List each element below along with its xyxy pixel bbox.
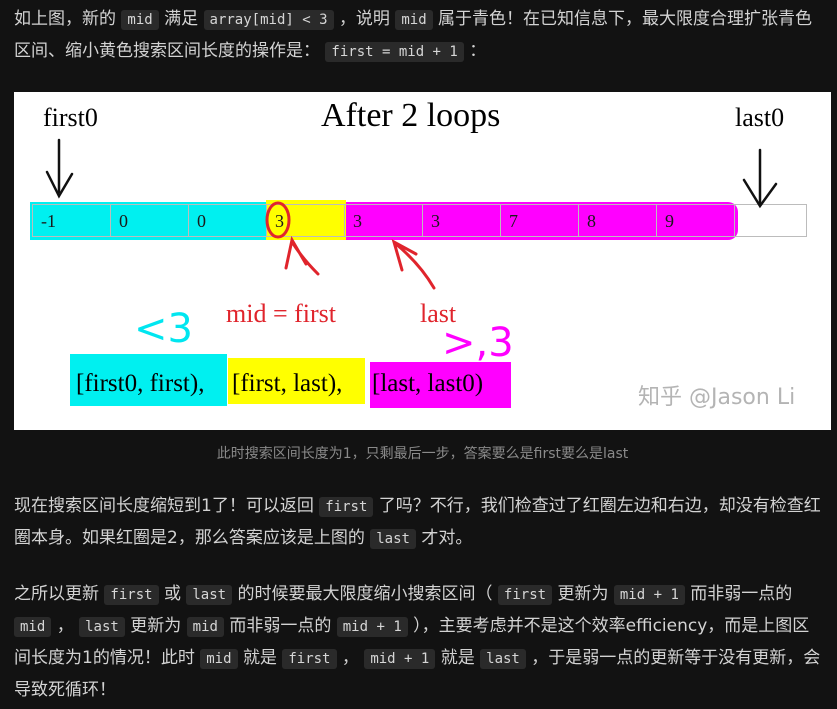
figure-image: After 2 loops first0 last0 -1 0 0 3 3 3 … [14, 92, 831, 430]
text: 而非弱一点的 [229, 616, 332, 636]
figure-caption: 此时搜索区间长度为1，只剩最后一步，答案要么是first要么是last [216, 446, 629, 462]
inline-code: mid + 1 [613, 585, 685, 605]
inline-code: last [480, 649, 526, 669]
array-cell: 8 [579, 204, 657, 237]
ge3-note: >,3 [442, 320, 514, 366]
last-label: last [420, 299, 457, 328]
text: ： [469, 41, 487, 61]
array-cell: 9 [657, 204, 735, 237]
intro-paragraph: 如上图，新的 mid 满足 array[mid] < 3 ，说明 mid 属于青… [14, 4, 826, 68]
text: ，说明 [338, 9, 390, 29]
paragraph-2: 现在搜索区间长度缩短到1了！可以返回 first 了吗？不行，我们检查过了红圈左… [14, 491, 826, 555]
inline-code: first = mid + 1 [325, 42, 464, 62]
red-circle [265, 201, 291, 239]
inline-code: mid [200, 649, 238, 669]
range3-highlight [370, 362, 511, 408]
last-arrow [391, 238, 436, 290]
magenta-highlight [346, 202, 738, 240]
text: 而非弱一点的 [690, 584, 793, 604]
last0-label: last0 [735, 103, 785, 132]
inline-code: mid + 1 [336, 617, 408, 637]
watermark: 知乎 @Jason Li [638, 385, 796, 410]
text: 之所以更新 [14, 584, 99, 604]
annotation-strokes [45, 138, 778, 408]
first0-label: first0 [43, 103, 98, 132]
array-cell: 3 [423, 204, 501, 237]
inline-code: array[mid] < 3 [203, 10, 334, 30]
lt3-note: <3 [134, 306, 193, 352]
text: 满足 [164, 9, 199, 29]
paragraph-3: 之所以更新 first 或 last 的时候要最大限度缩小搜索区间（ first… [14, 579, 826, 706]
array-cell: -1 [32, 204, 111, 237]
array-cell: 7 [501, 204, 579, 237]
text: 就是 [242, 648, 277, 668]
text: 才对。 [421, 528, 473, 548]
inline-code: last [186, 585, 233, 605]
range1-label: [first0, first), [76, 370, 205, 397]
array-cell: 0 [111, 204, 189, 237]
text: ， [56, 616, 74, 636]
mid-first-label: mid = first [226, 299, 336, 328]
text: 如上图，新的 [14, 9, 116, 29]
text: 的时候要最大限度缩小搜索区间（ [237, 584, 493, 604]
inline-code: last [79, 617, 125, 637]
text: 或 [163, 584, 181, 604]
last0-arrow-head [742, 178, 778, 209]
array-cell: 3 [345, 204, 423, 237]
text: ， [341, 648, 359, 668]
inline-code: first [497, 585, 553, 605]
text: 更新为 [557, 584, 609, 604]
cyan-highlight [30, 202, 266, 240]
inline-code: mid [395, 10, 433, 30]
inline-code: first [319, 497, 374, 517]
text: ），主要考虑并不是这个效率efficiency，而是上图区间长度为1的情况！此时 [14, 616, 810, 668]
array-cell [735, 204, 807, 237]
first0-arrow-head [45, 170, 74, 199]
range3-label: [last, last0) [372, 370, 484, 397]
inline-code: mid [186, 617, 224, 637]
mid-arrow [284, 235, 320, 276]
figure-title: After 2 loops [321, 97, 501, 134]
inline-code: first [282, 649, 337, 669]
text: 就是 [440, 648, 475, 668]
yellow-highlight [266, 200, 346, 240]
inline-code: mid [121, 10, 159, 30]
range2-label: [first, last), [232, 370, 343, 397]
range2-highlight [228, 358, 365, 404]
range1-highlight [70, 354, 227, 406]
inline-code: first [104, 585, 159, 605]
text: 更新为 [130, 616, 182, 636]
text: 现在搜索区间长度缩短到1了！可以返回 [14, 496, 314, 516]
array-cells: -1 0 0 3 3 3 7 8 9 [32, 204, 807, 237]
array-cell: 3 [267, 204, 345, 237]
text: 属于青色！在已知信息下，最大限度合理扩张青色区间、缩小黄色搜索区间长度的操作是： [14, 9, 813, 61]
inline-code: mid [14, 617, 52, 637]
text: ，于是弱一点的更新等于没有更新，会导致死循环！ [14, 648, 821, 700]
text: 了吗？不行，我们检查过了红圈左边和右边，却没有检查红圈本身。如果红圈是2，那么答… [14, 496, 821, 548]
inline-code: last [370, 529, 416, 549]
inline-code: mid + 1 [364, 649, 436, 669]
